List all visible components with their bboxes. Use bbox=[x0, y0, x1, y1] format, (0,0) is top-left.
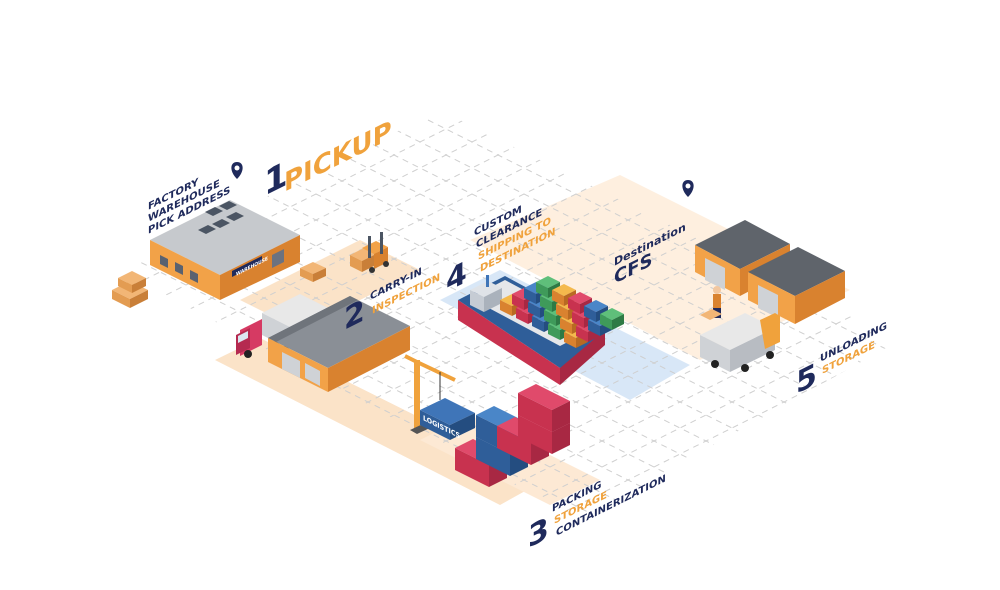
step-3-number: 3 bbox=[528, 509, 549, 555]
grid-line bbox=[0, 120, 100, 520]
step-1-label: 1 PICKUP FACTORY WAREHOUSE PICK ADDRESS bbox=[148, 114, 392, 237]
grid-line bbox=[807, 119, 900, 520]
grid-line bbox=[120, 119, 293, 520]
path-destination bbox=[470, 175, 850, 360]
location-pin-icon bbox=[231, 162, 243, 179]
ship-cargo-containers bbox=[500, 276, 624, 348]
grid-line bbox=[912, 120, 1000, 520]
forklift bbox=[350, 232, 389, 273]
grid-line bbox=[791, 119, 900, 520]
step-1-title: PICKUP bbox=[284, 114, 392, 199]
grid-line bbox=[0, 120, 48, 520]
cardboard-boxes bbox=[112, 262, 326, 308]
grid-line bbox=[0, 120, 32, 520]
grid-line bbox=[0, 120, 84, 520]
logistics-container: LOGISTICS bbox=[420, 398, 475, 441]
grid-line bbox=[120, 119, 137, 520]
factory-warehouse: WAREHOUSE bbox=[150, 200, 300, 300]
container-red bbox=[518, 384, 570, 432]
grid-line bbox=[120, 119, 205, 520]
grid-line bbox=[843, 119, 900, 520]
grid-line bbox=[948, 120, 1000, 520]
step-5-label: 5 UNLOADING STORAGE bbox=[796, 320, 887, 402]
carry-in-warehouse bbox=[268, 296, 410, 392]
shipping-containers bbox=[455, 384, 570, 487]
grid-line bbox=[964, 120, 1000, 520]
location-pin-icon bbox=[682, 180, 694, 197]
delivery-truck bbox=[700, 313, 780, 372]
step-2-number: 2 bbox=[344, 291, 365, 337]
step-1-number: 1 bbox=[264, 153, 288, 204]
grid-line bbox=[859, 119, 900, 520]
cargo-container bbox=[584, 300, 608, 322]
destination-warehouse-2 bbox=[748, 247, 845, 324]
grid-line bbox=[120, 119, 241, 520]
step-4-number: 4 bbox=[446, 253, 467, 299]
cargo-container bbox=[600, 308, 624, 330]
worker bbox=[700, 286, 722, 320]
step-5-number: 5 bbox=[796, 355, 817, 401]
grid-line bbox=[120, 119, 153, 520]
grid-line bbox=[895, 119, 900, 520]
grid-line bbox=[120, 119, 189, 520]
